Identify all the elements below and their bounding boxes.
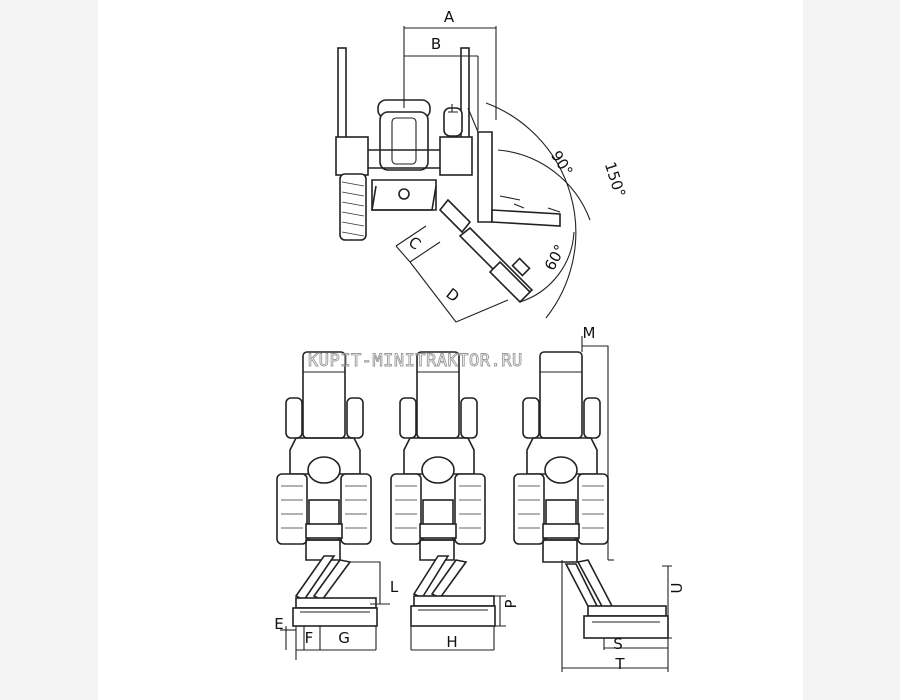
arc-90 (497, 149, 591, 221)
dim-label-f: F (305, 629, 314, 647)
angle-label-150: 150° (601, 160, 629, 200)
dim-label-p: P (502, 599, 520, 608)
dim-label-h: H (446, 633, 457, 651)
arm-vertical (477, 131, 493, 223)
angle-label-90: 90° (547, 147, 576, 179)
dim-label-t: T (614, 655, 625, 673)
dim-label-c: C (405, 233, 424, 254)
seat (379, 111, 429, 171)
top-view-arm (438, 102, 591, 319)
dim-label-u: U (668, 583, 686, 594)
hitch (398, 188, 410, 200)
dim-label-s: S (613, 635, 623, 653)
dim-label-b: B (431, 35, 441, 53)
tractor-3 (513, 351, 669, 639)
left-wheel (339, 173, 367, 241)
dim-label-m: M (583, 324, 596, 342)
dim-label-d: D (443, 285, 463, 306)
watermark-text: KUPIT-MINITRAKTOR.RU (308, 351, 523, 371)
tractor-2 (390, 351, 496, 627)
left-margin (0, 0, 98, 700)
dim-label-e: E (274, 615, 283, 633)
arm-90deg (491, 209, 561, 227)
right-margin (803, 0, 900, 700)
dim-label-g: G (338, 629, 350, 647)
top-view-tractor (335, 47, 473, 241)
right-fender (439, 136, 473, 176)
arc-150 (485, 102, 577, 319)
dim-label-l: L (390, 578, 399, 596)
tractor-1 (276, 351, 378, 627)
left-post (337, 47, 347, 141)
dim-label-a: A (444, 8, 455, 26)
angle-label-60: 60° (541, 242, 569, 274)
bottom-dimensions (280, 336, 672, 672)
top-view-dimensions (395, 26, 509, 323)
left-fender (335, 136, 369, 176)
arc-60 (519, 231, 575, 303)
